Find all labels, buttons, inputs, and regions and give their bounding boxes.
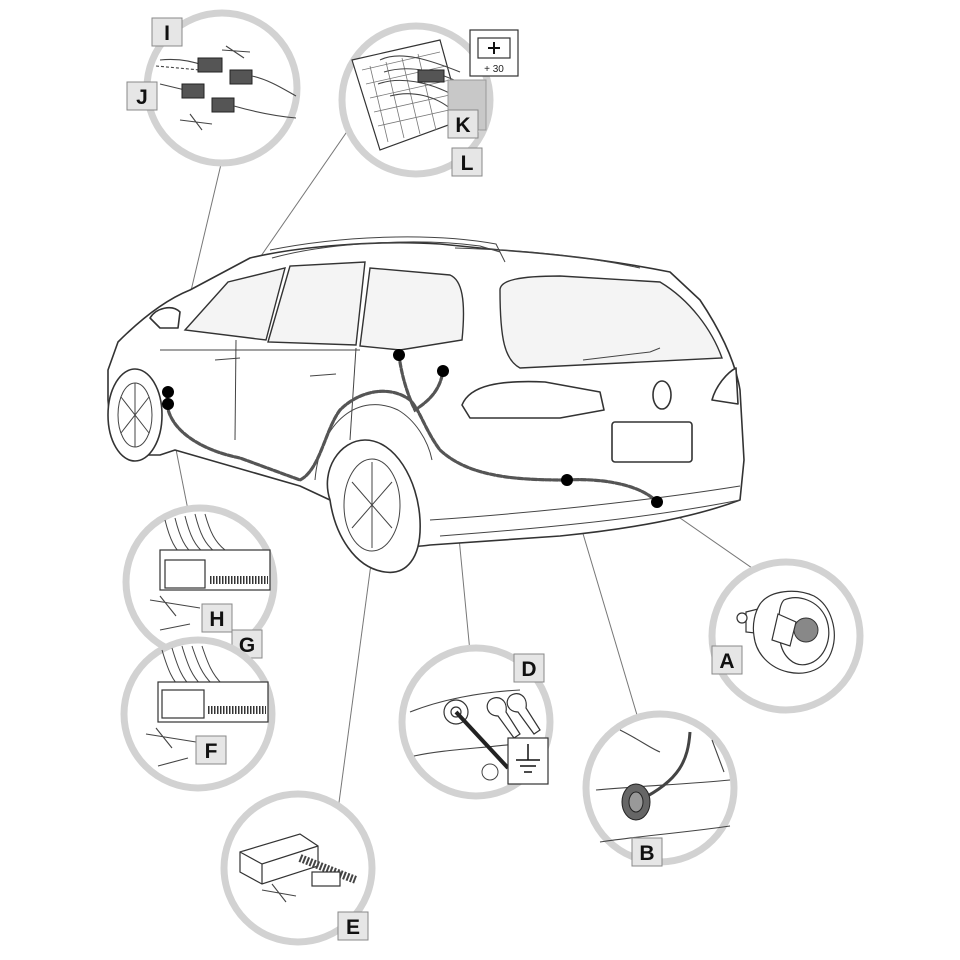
tail-light-right bbox=[711, 367, 739, 405]
callout-k: K bbox=[447, 109, 479, 139]
tail-light-left bbox=[461, 380, 605, 419]
detail-e: E bbox=[220, 790, 376, 946]
detail-hg: H G bbox=[122, 504, 278, 660]
callout-g: G bbox=[231, 629, 263, 659]
callout-d: D bbox=[513, 653, 545, 683]
license-plate bbox=[611, 421, 693, 463]
callout-e-label: E bbox=[346, 916, 360, 939]
callout-l-label: L bbox=[461, 152, 474, 175]
brand-emblem bbox=[652, 380, 672, 410]
wiring-harness-branch-top bbox=[397, 353, 445, 413]
connection-point-socket bbox=[651, 496, 663, 508]
side-mirror bbox=[149, 306, 181, 329]
rear-wheel bbox=[326, 439, 421, 574]
callout-f: F bbox=[195, 735, 227, 765]
callout-k-label: K bbox=[455, 114, 470, 137]
car-illustration bbox=[107, 236, 745, 574]
trailer-socket-illustration bbox=[736, 590, 835, 674]
front-door-window bbox=[183, 267, 286, 341]
callout-i-label: I bbox=[164, 22, 170, 45]
detail-f: F bbox=[120, 636, 276, 792]
callout-l: L bbox=[451, 147, 483, 177]
callout-e: E bbox=[337, 911, 369, 941]
rear-door-window bbox=[267, 261, 366, 346]
callout-j: J bbox=[126, 81, 158, 111]
callout-a: A bbox=[711, 645, 743, 675]
rear-quarter-window bbox=[359, 267, 465, 351]
connection-point-bumper bbox=[561, 474, 573, 486]
callout-b: B bbox=[631, 837, 663, 867]
connection-point-upper-left bbox=[162, 386, 174, 398]
callout-a-label: A bbox=[719, 650, 734, 673]
connection-point-c-pillar bbox=[393, 349, 405, 361]
rear-windshield bbox=[499, 275, 723, 369]
callout-b-label: B bbox=[639, 842, 654, 865]
battery-plus-icon: + 30 bbox=[469, 29, 519, 77]
callout-d-label: D bbox=[521, 658, 536, 681]
callout-j-label: J bbox=[136, 86, 148, 109]
battery-terminal-label: + 30 bbox=[484, 64, 504, 75]
ground-symbol-icon bbox=[507, 737, 549, 785]
callout-i: I bbox=[151, 17, 183, 47]
callout-f-label: F bbox=[205, 740, 218, 763]
connection-point-ground bbox=[437, 365, 449, 377]
detail-a: A bbox=[708, 558, 864, 714]
callout-h-label: H bbox=[209, 608, 224, 631]
callout-h: H bbox=[201, 603, 233, 633]
detail-kl: + 30 K L bbox=[338, 22, 519, 178]
detail-d: D bbox=[398, 644, 554, 800]
detail-b: B bbox=[582, 710, 738, 867]
connection-point-lower-left bbox=[162, 398, 174, 410]
front-wheel bbox=[107, 368, 163, 462]
detail-ij: I J bbox=[126, 9, 301, 167]
